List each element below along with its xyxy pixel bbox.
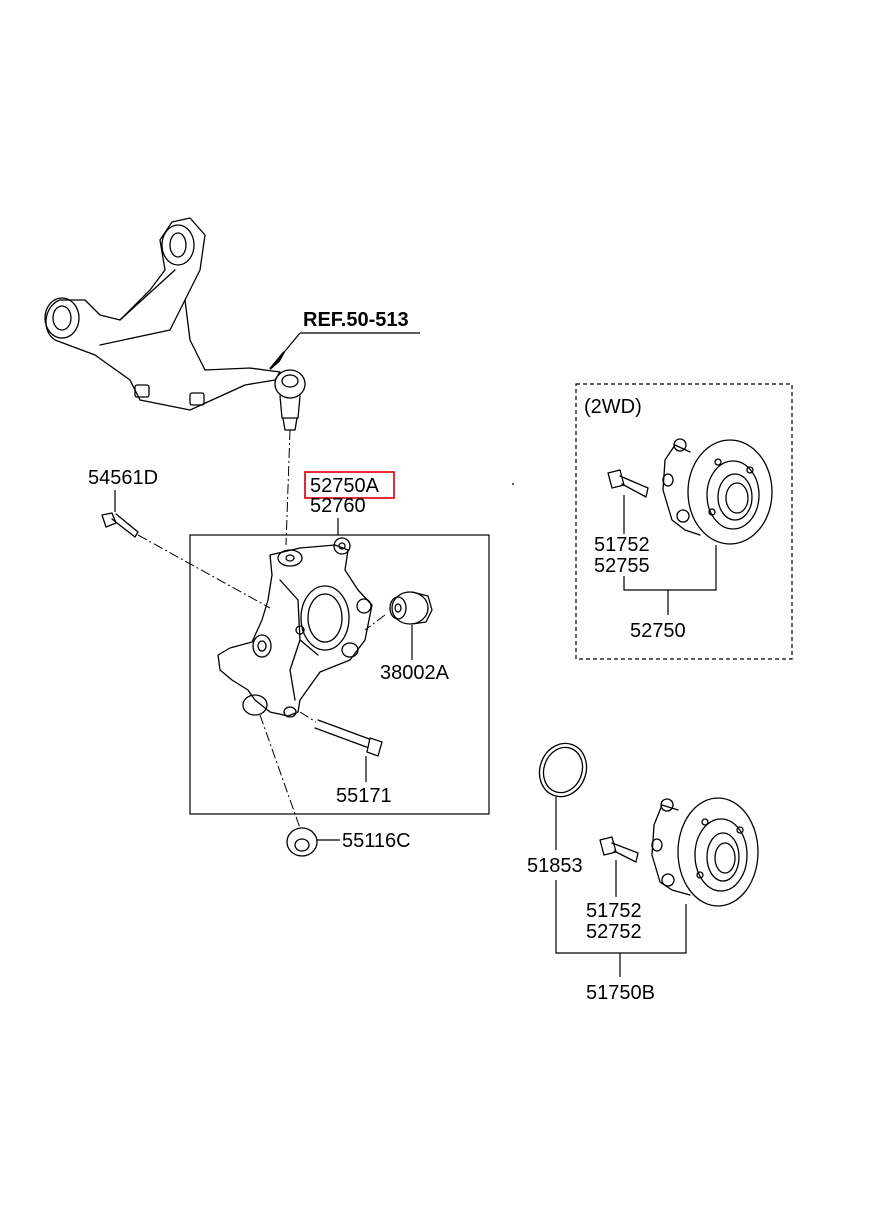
part-label-52760[interactable]: 52760 <box>310 495 366 517</box>
part-label-52752[interactable]: 52752 <box>586 921 642 943</box>
part-label-55116C[interactable]: 55116C <box>342 830 411 852</box>
part-label-51750B[interactable]: 51750B <box>586 982 655 1004</box>
highlight-box <box>304 471 395 499</box>
part-label-38002A[interactable]: 38002A <box>380 662 450 684</box>
part-label-54561D[interactable]: 54561D <box>88 467 158 489</box>
part-label-51752-lower[interactable]: 51752 <box>586 900 642 922</box>
stud-51752-lower[interactable] <box>599 836 639 863</box>
hub-assembly-51750B[interactable] <box>651 797 759 907</box>
group-label-2wd[interactable]: (2WD) <box>584 396 642 418</box>
part-label-51853[interactable]: 51853 <box>527 855 583 877</box>
part-label-51752-2wd[interactable]: 51752 <box>594 534 650 556</box>
hub-assembly-2wd[interactable] <box>662 438 773 545</box>
part-label-52755[interactable]: 52755 <box>594 555 650 577</box>
steering-knuckle[interactable] <box>217 537 373 718</box>
upper-control-arm[interactable] <box>44 217 306 431</box>
bushing-38002A[interactable] <box>389 591 433 625</box>
part-label-52750A[interactable]: 52750A <box>310 475 380 497</box>
knuckle-assembly-box <box>189 534 490 815</box>
bolt-54561D[interactable] <box>101 512 139 538</box>
bolt-55171[interactable] <box>314 719 383 757</box>
bushing-55116C[interactable] <box>286 827 318 857</box>
2wd-group-box <box>575 383 793 660</box>
stud-51752-2wd[interactable] <box>607 469 649 498</box>
part-label-55171[interactable]: 55171 <box>336 785 392 807</box>
o-ring-51853[interactable] <box>532 737 594 803</box>
ref-label[interactable]: REF.50-513 <box>303 309 409 331</box>
part-label-52750[interactable]: 52750 <box>630 620 686 642</box>
